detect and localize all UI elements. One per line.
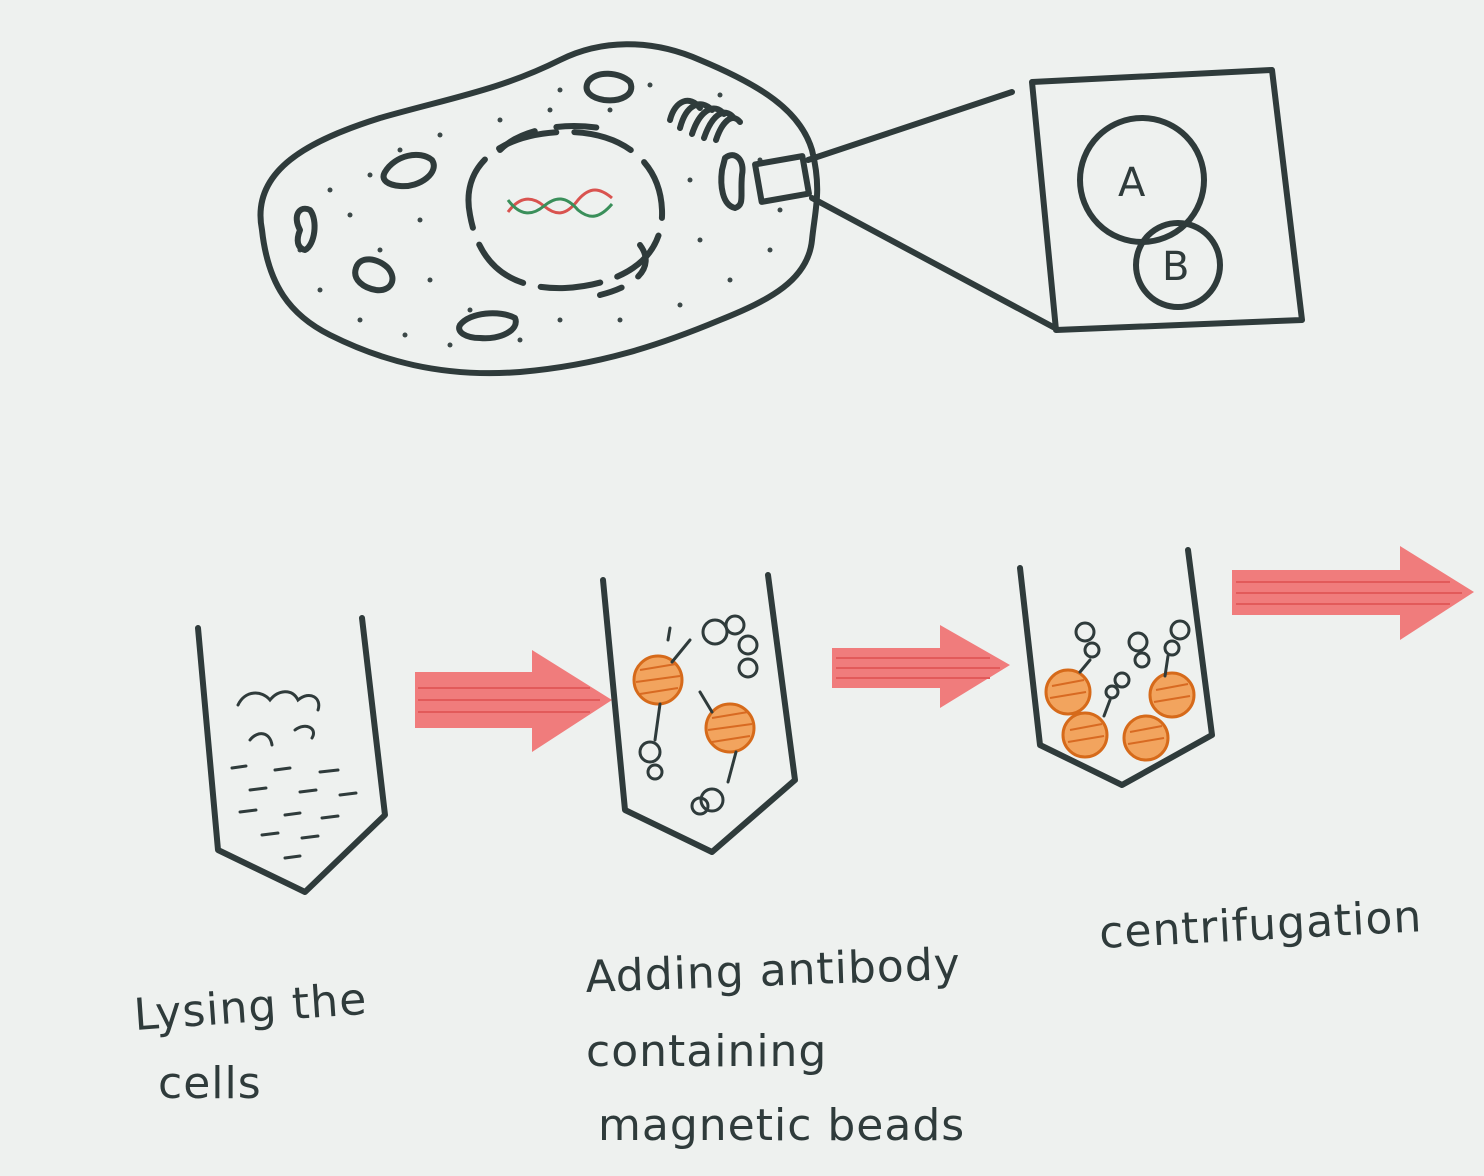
nucleus [465,123,666,298]
label-beads-line2: containing [586,1026,827,1077]
step-label-beads: Adding antibody containing magnetic bead… [585,939,965,1151]
antibody-complexes [638,614,759,816]
lysate-particles [230,764,358,860]
arrow-2 [832,625,1010,708]
label-beads-line1: Adding antibody [585,939,962,1003]
circle-a-label: A [1118,160,1146,206]
bead-pellet [1044,668,1196,762]
zoom-source-box [752,153,812,205]
label-beads-line3: magnetic beads [598,1100,965,1151]
step-label-centrifugation: centrifugation [1098,891,1424,959]
arrow-1 [415,650,612,752]
cell [257,41,821,377]
tube-centrifuged [1017,547,1215,788]
magnetic-bead [704,702,756,754]
inset-box: A B [1029,67,1305,333]
zoom-line-bottom [809,195,1058,331]
circle-b-label: B [1162,244,1189,290]
label-lysis-line1: Lysing the [132,974,369,1041]
organelles [293,70,746,342]
arrow-3 [1232,546,1474,640]
cell-debris [236,690,321,747]
tube-beads [600,572,798,855]
label-centrifugation: centrifugation [1098,891,1424,959]
label-lysis-line2: cells [158,1058,262,1109]
cell-membrane [257,41,821,377]
zoom-line-top [805,89,1015,163]
magnetic-bead [632,654,684,706]
golgi-apparatus [667,97,743,143]
step-label-lysis: Lysing the cells [132,974,369,1109]
antibody-complexes-pellet [1074,619,1191,718]
dna-helix [506,188,614,218]
tube-lysis [195,615,388,895]
circle-b [1133,220,1223,310]
